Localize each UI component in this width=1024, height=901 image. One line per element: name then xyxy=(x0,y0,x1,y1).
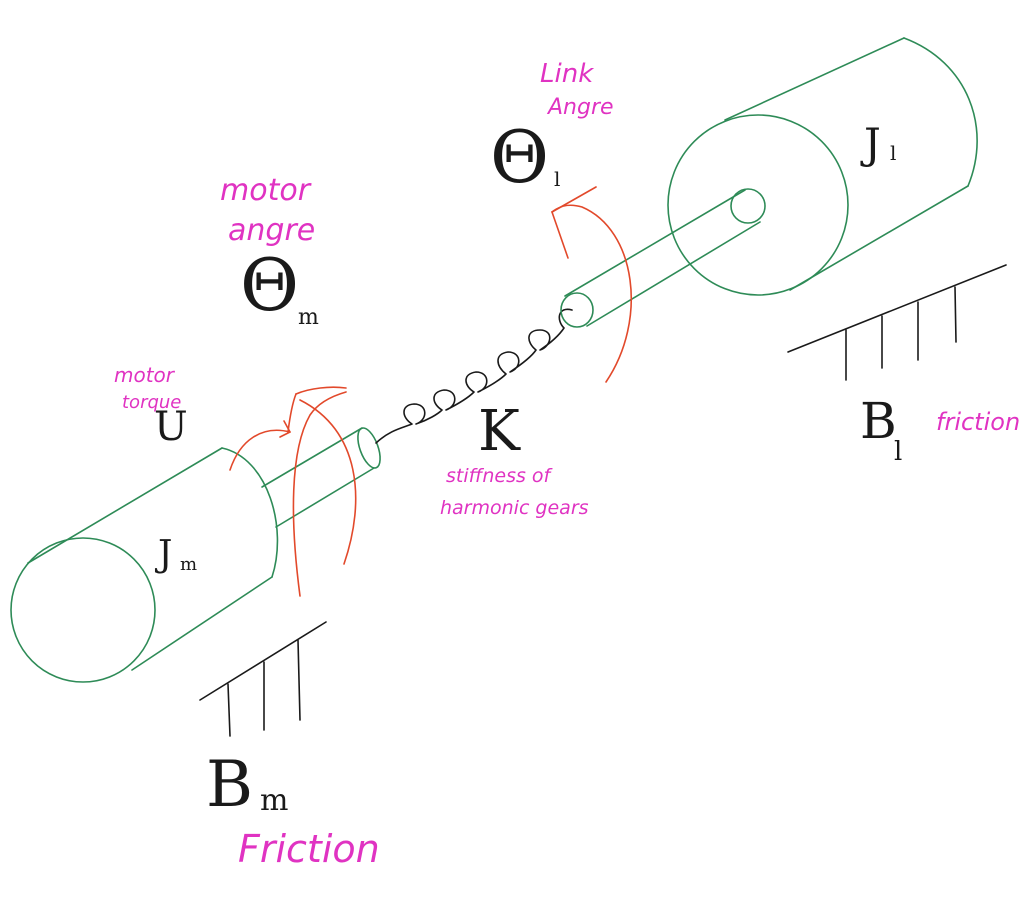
k-symbol: K xyxy=(478,399,521,464)
spring-coil xyxy=(375,308,573,444)
bl-subscript: l xyxy=(894,437,902,467)
stiffness-annotation-line1: stiffness of xyxy=(446,465,554,487)
motor-torque-arrows xyxy=(229,386,357,597)
bm-subscript: m xyxy=(260,783,288,818)
theta-l-symbol: Θ xyxy=(490,115,549,199)
link-friction-caption: friction xyxy=(936,408,1020,436)
link-friction-ground xyxy=(787,264,1007,381)
link-angle-annotation-line1: Link xyxy=(540,59,594,89)
theta-m-subscript: m xyxy=(298,305,319,330)
theta-l-subscript: l xyxy=(554,167,560,191)
theta-m-symbol: Θ xyxy=(240,243,299,327)
jl-subscript: l xyxy=(890,141,896,165)
motor-friction-caption: Friction xyxy=(238,827,380,871)
motor-angle-annotation-line1: motor xyxy=(220,173,312,208)
stiffness-annotation-line2: harmonic gears xyxy=(440,497,589,519)
link-shaft xyxy=(560,189,761,328)
bm-symbol: B xyxy=(206,748,253,822)
jm-subscript: m xyxy=(180,554,197,575)
motor-torque-annotation-line1: motor xyxy=(114,363,176,387)
jl-symbol: J xyxy=(860,119,881,168)
torque-u-symbol: U xyxy=(154,404,188,450)
link-angle-arrow xyxy=(551,186,633,383)
motor-shaft xyxy=(261,427,381,528)
motor-inertia-cylinder xyxy=(10,447,279,683)
jm-symbol: J xyxy=(154,534,172,575)
link-angle-annotation-line2: Angre xyxy=(546,95,614,120)
link-inertia-cylinder xyxy=(667,37,978,296)
motor-friction-ground xyxy=(199,621,327,737)
motor-torque-annotation-line2: torque xyxy=(122,392,181,413)
bl-symbol: B xyxy=(860,392,897,450)
motor-angle-annotation-line2: angre xyxy=(228,213,315,248)
